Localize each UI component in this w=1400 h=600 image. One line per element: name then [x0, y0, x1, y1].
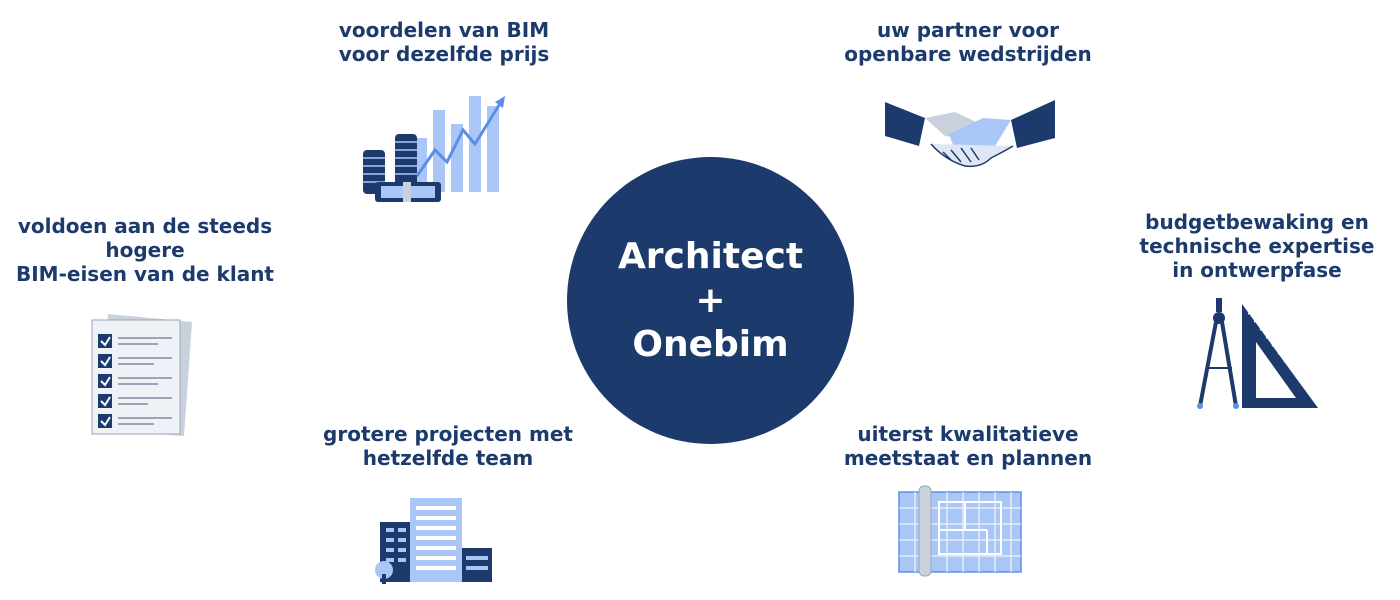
node-budget-label: budgetbewaking en technische expertise i… [1126, 210, 1388, 282]
buildings-icon [375, 498, 492, 584]
hub-line-plus: + [695, 279, 726, 321]
node-client-requirements-label: voldoen aan de steeds hogere BIM-eisen v… [0, 214, 290, 286]
checklist-icon [91, 314, 192, 436]
label-line: BIM-eisen van de klant [15, 262, 274, 286]
handshake-icon [885, 100, 1055, 168]
node-bim-benefits-label: voordelen van BIM voor dezelfde prijs [294, 18, 594, 66]
hub-line-architect: Architect [617, 235, 804, 277]
label-line: hogere [105, 238, 185, 262]
label-line: voor dezelfde prijs [338, 42, 550, 66]
label-line: technische expertise [1139, 234, 1375, 258]
label-line: in ontwerpfase [1172, 258, 1342, 282]
label-line: meetstaat en plannen [843, 446, 1093, 470]
label-line: uw partner voor [877, 18, 1059, 42]
blueprint-icon [898, 485, 1022, 577]
label-line: budgetbewaking en [1145, 210, 1369, 234]
money-growth-chart-icon [363, 96, 505, 202]
label-line: hetzelfde team [362, 446, 534, 470]
node-quality-label: uiterst kwalitatieve meetstaat en planne… [818, 422, 1118, 470]
label-line: voordelen van BIM [338, 18, 550, 42]
node-partner-label: uw partner voor openbare wedstrijden [818, 18, 1118, 66]
label-line: voldoen aan de steeds [17, 214, 273, 238]
hub-line-onebim: Onebim [632, 323, 789, 365]
label-line: uiterst kwalitatieve [857, 422, 1079, 446]
center-hub: Architect + Onebim [567, 157, 854, 444]
label-line: grotere projecten met [323, 422, 573, 446]
node-projects-label: grotere projecten met hetzelfde team [298, 422, 598, 470]
compass-triangle-icon [1197, 298, 1318, 409]
label-line: openbare wedstrijden [844, 42, 1092, 66]
